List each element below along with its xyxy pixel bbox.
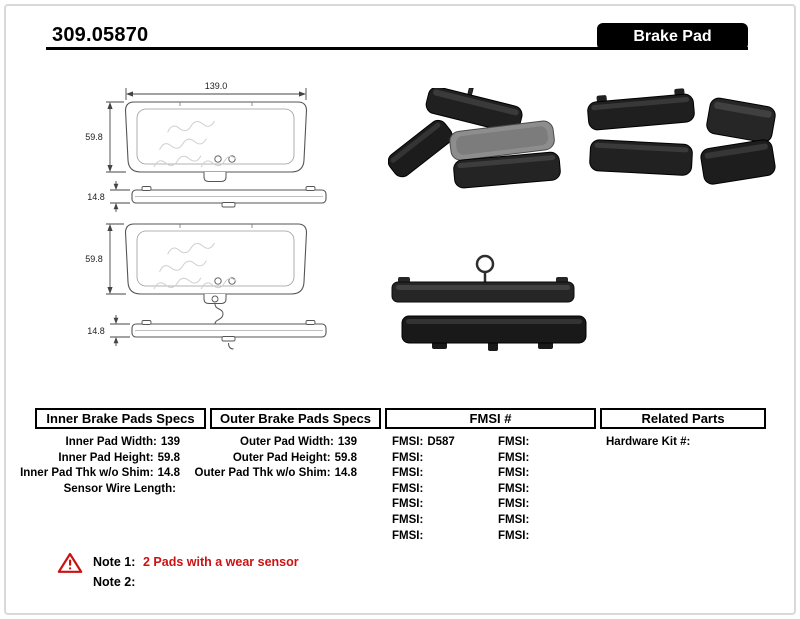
spec-value: 139 (337, 436, 357, 448)
fmsi-label: FMSI: (498, 451, 530, 464)
fmsi-label: FMSI: (498, 498, 530, 511)
dim-width-label: 139.0 (205, 81, 228, 91)
fmsi-label: FMSI: (392, 467, 424, 480)
fmsi-header: FMSI # (385, 408, 596, 429)
spec-value: 14.8 (334, 467, 357, 480)
fmsi-label: FMSI: (498, 467, 530, 480)
spec-label: Inner Pad Thk w/o Shim: (20, 467, 154, 480)
related-parts-row: Hardware Kit #: (600, 435, 766, 451)
outer-specs-header: Outer Brake Pads Specs (210, 408, 381, 429)
fmsi-label: FMSI: (498, 513, 530, 526)
inner-spec-row: Inner Pad Thk w/o Shim:14.8 (0, 466, 206, 482)
pad-side-drawing-bottom (131, 319, 327, 350)
fmsi-label: FMSI: (498, 482, 530, 495)
fmsi-column: FMSI # FMSI:D587 FMSI: FMSI: FMSI: FMSI:… (385, 408, 596, 544)
note1-text: 2 Pads with a wear sensor (143, 555, 299, 569)
fmsi-label: FMSI: (392, 482, 424, 495)
fmsi-label: FMSI: (498, 436, 530, 448)
fmsi-row: FMSI: FMSI: (385, 513, 596, 529)
fmsi-row: FMSI:D587 FMSI: (385, 435, 596, 451)
sensor-pad-front-drawing (124, 223, 308, 325)
outer-spec-row: Outer Pad Width:139 (175, 435, 381, 451)
spec-label: Inner Pad Height: (58, 451, 154, 464)
fmsi-value: D587 (427, 436, 455, 448)
inner-spec-row: Sensor Wire Length: (0, 482, 206, 498)
spec-label: Outer Pad Height: (232, 451, 331, 464)
spec-value: 139 (160, 436, 180, 448)
fmsi-cell-left: FMSI:D587 (385, 435, 491, 451)
inner-pad-front-drawing (124, 101, 308, 183)
dimension-thickness-bottom: 14.8 (87, 315, 130, 346)
spec-value: 59.8 (157, 451, 180, 464)
note1-label: Note 1: (93, 555, 136, 569)
technical-drawing: 139.0 59.8 14.8 (85, 81, 327, 350)
warning-triangle-icon (57, 552, 83, 573)
spec-label: Outer Pad Width: (240, 436, 334, 448)
inner-spec-row: Inner Pad Height:59.8 (0, 451, 206, 467)
dim-height-bottom-label: 59.8 (85, 254, 103, 264)
fmsi-cell-right: FMSI: (491, 513, 596, 529)
fmsi-cell-left: FMSI: (385, 529, 491, 545)
pad-photo-group-1 (388, 88, 561, 189)
spec-label: Sensor Wire Length: (63, 482, 176, 495)
related-parts-header: Related Parts (600, 408, 766, 429)
part-number: 309.05870 (52, 24, 149, 46)
spec-label: Hardware Kit #: (606, 436, 691, 448)
spec-value: 59.8 (334, 451, 357, 464)
spec-label: Inner Pad Width: (65, 436, 157, 448)
fmsi-label: FMSI: (392, 529, 424, 542)
fmsi-row: FMSI: FMSI: (385, 497, 596, 513)
fmsi-cell-left: FMSI: (385, 497, 491, 513)
dim-thickness-top-label: 14.8 (87, 192, 105, 202)
outer-specs-column: Outer Brake Pads Specs Outer Pad Width:1… (175, 408, 381, 482)
fmsi-cell-right: FMSI: (491, 451, 596, 467)
fmsi-row: FMSI: FMSI: (385, 529, 596, 545)
pad-photo-long-bottom (401, 315, 587, 351)
pad-side-drawing-top (131, 185, 327, 208)
fmsi-label: FMSI: (392, 451, 424, 464)
outer-spec-row: Outer Pad Height:59.8 (175, 451, 381, 467)
fmsi-label: FMSI: (392, 513, 424, 526)
dimension-height-bottom: 59.8 (85, 223, 126, 295)
dimension-height-top: 59.8 (85, 101, 126, 173)
note2-label: Note 2: (93, 575, 136, 589)
dim-thickness-bottom-label: 14.8 (87, 326, 105, 336)
fmsi-cell-right: FMSI: (491, 497, 596, 513)
fmsi-row: FMSI: FMSI: (385, 466, 596, 482)
inner-specs-header: Inner Brake Pads Specs (35, 408, 206, 429)
related-parts-column: Related Parts Hardware Kit #: (600, 408, 766, 451)
spec-label: Outer Pad Thk w/o Shim: (194, 467, 331, 480)
fmsi-cell-left: FMSI: (385, 513, 491, 529)
fmsi-cell-right: FMSI: (491, 435, 596, 451)
fmsi-label: FMSI: (498, 529, 530, 542)
fmsi-cell-left: FMSI: (385, 466, 491, 482)
fmsi-label: FMSI: (392, 498, 424, 511)
dimension-width: 139.0 (125, 81, 307, 100)
product-type-label: Brake Pad (633, 27, 712, 45)
fmsi-row: FMSI: FMSI: (385, 451, 596, 467)
fmsi-cell-right: FMSI: (491, 482, 596, 498)
pad-photo-long-top (391, 254, 575, 303)
header-rule (46, 47, 748, 50)
inner-spec-row: Inner Pad Width:139 (0, 435, 206, 451)
dim-height-top-label: 59.8 (85, 132, 103, 142)
dimension-thickness-top: 14.8 (87, 181, 130, 212)
fmsi-cell-right: FMSI: (491, 529, 596, 545)
fmsi-row: FMSI: FMSI: (385, 482, 596, 498)
product-type-badge: Brake Pad (597, 23, 748, 50)
outer-spec-row: Outer Pad Thk w/o Shim:14.8 (175, 466, 381, 482)
fmsi-cell-left: FMSI: (385, 482, 491, 498)
inner-specs-column: Inner Brake Pads Specs Inner Pad Width:1… (0, 408, 206, 497)
spec-value: 14.8 (157, 467, 180, 480)
fmsi-label: FMSI: (392, 436, 424, 448)
product-photos (388, 88, 776, 351)
fmsi-cell-left: FMSI: (385, 451, 491, 467)
fmsi-cell-right: FMSI: (491, 466, 596, 482)
pad-photo-group-2 (587, 88, 776, 185)
